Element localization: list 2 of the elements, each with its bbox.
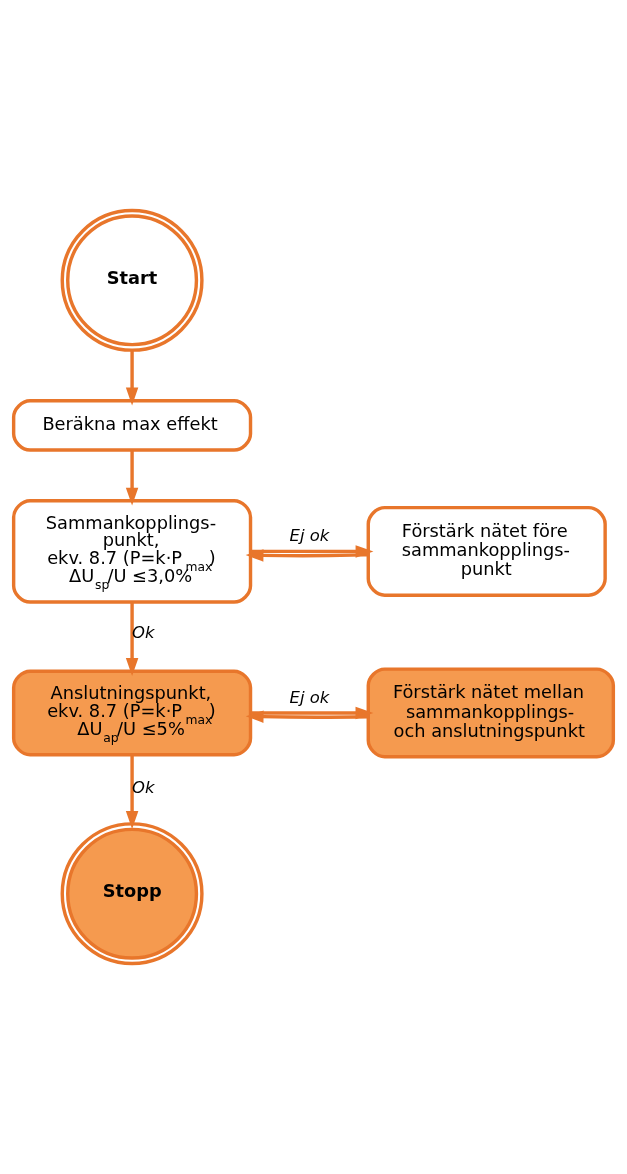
- edge-label: Ej ok: [289, 526, 330, 546]
- edge-label: Ej ok: [289, 687, 330, 707]
